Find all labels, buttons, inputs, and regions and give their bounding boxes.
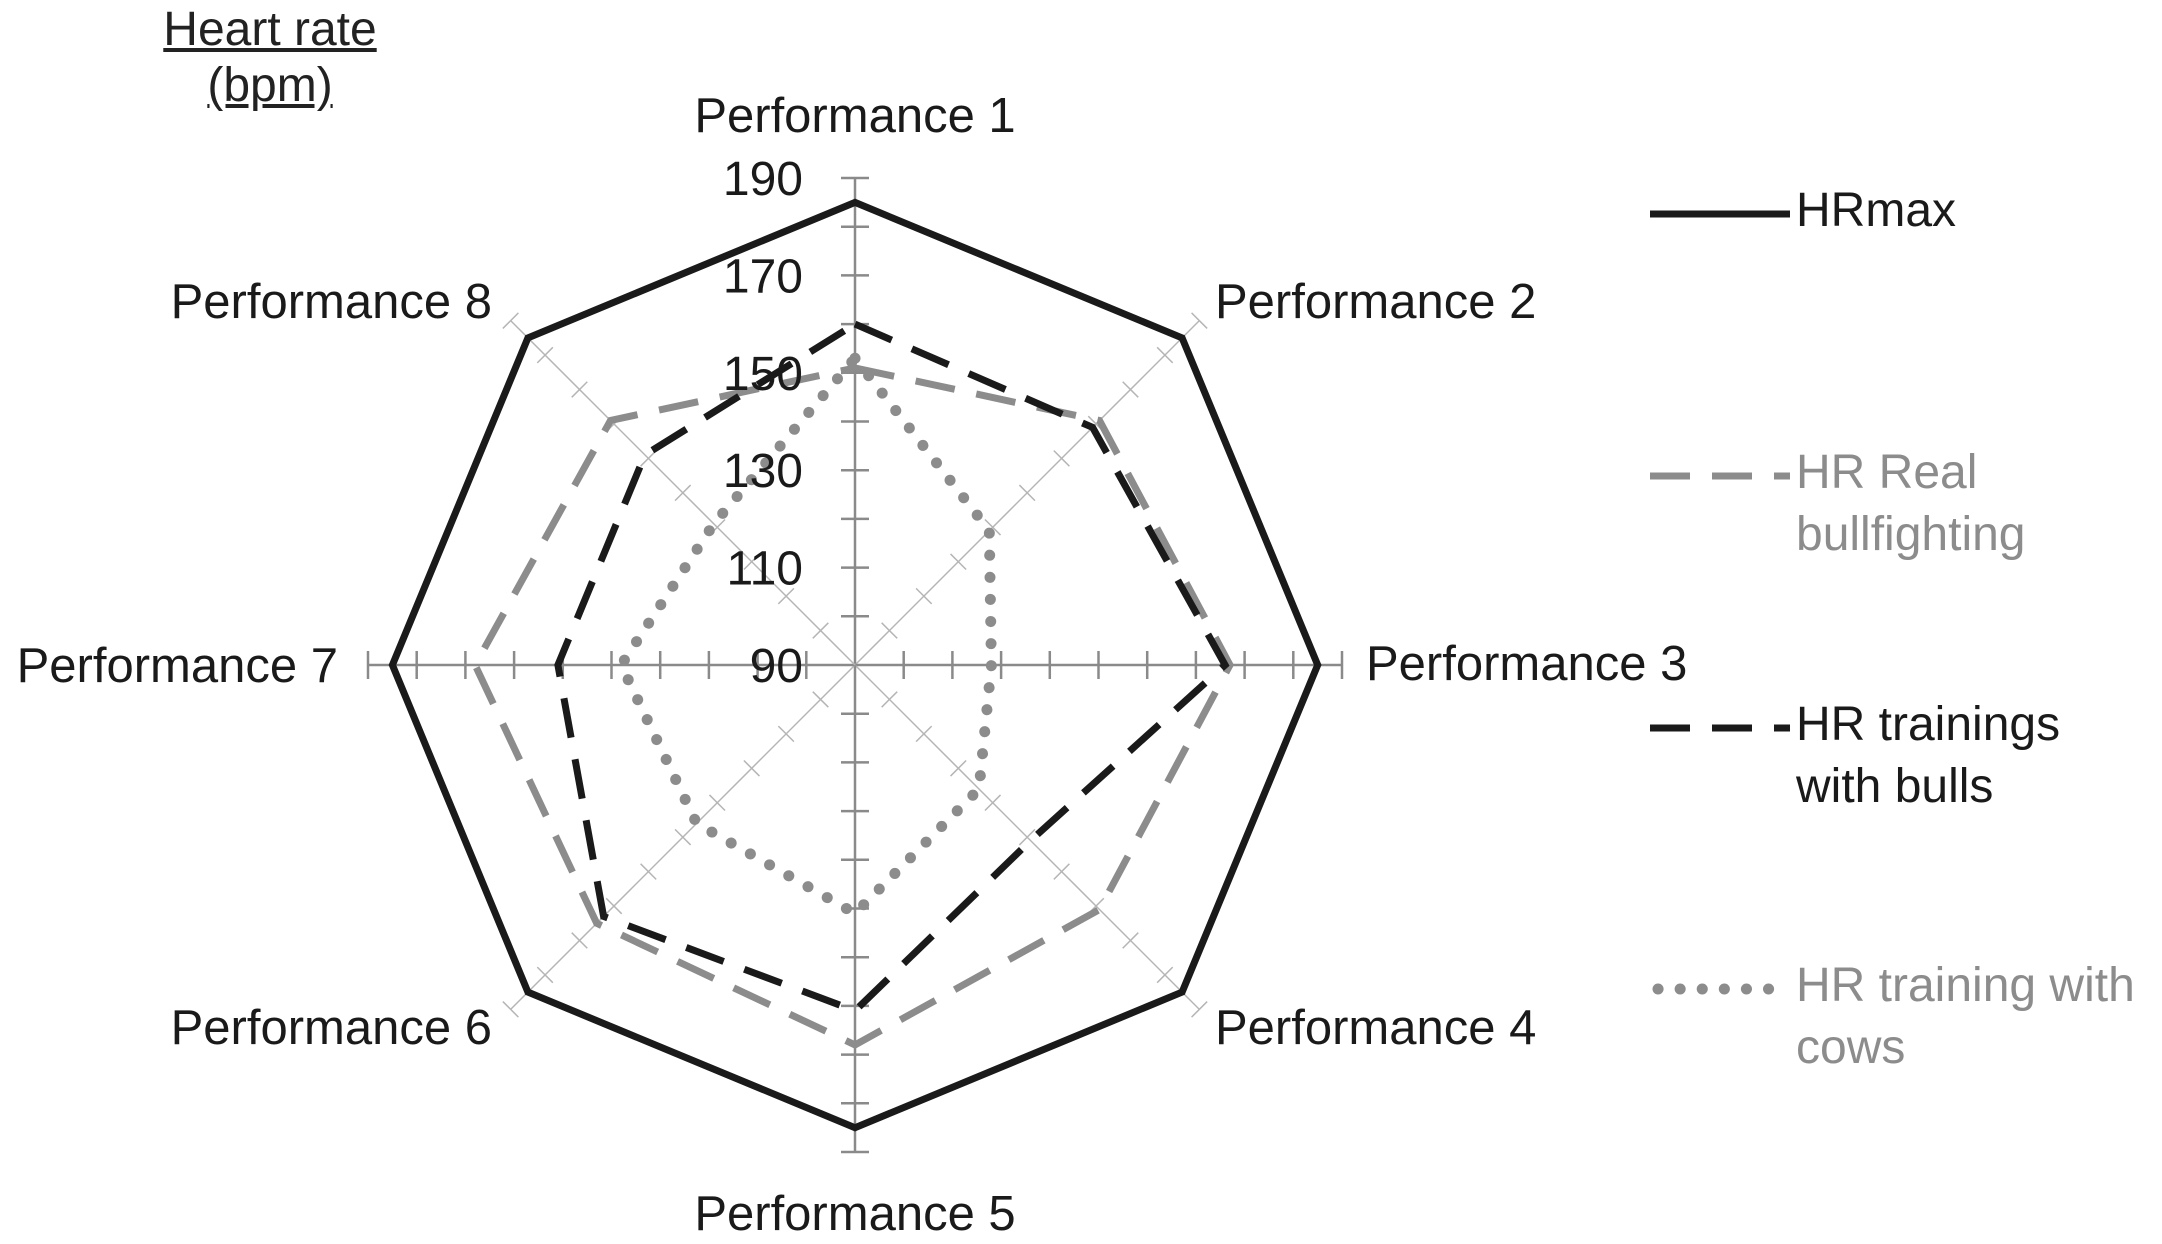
- radial-tick-label: 90: [750, 640, 803, 693]
- series-line-4: [614, 349, 997, 921]
- axis-tick: [984, 794, 1002, 812]
- legend-label-line: HR training with: [1796, 959, 2135, 1012]
- axis-tick: [881, 622, 898, 639]
- legend-label-line: HRmax: [1796, 184, 1957, 237]
- radial-tick-label: 170: [723, 250, 803, 303]
- category-label-3: Performance 3: [1366, 637, 1687, 691]
- axis-tick: [777, 725, 795, 743]
- legend-item-2: HR Real bullfighting: [1650, 442, 2160, 602]
- radial-tick-label: 110: [726, 543, 803, 596]
- axis-tick: [777, 587, 795, 605]
- axis-tick: [571, 932, 588, 949]
- series-line-2: [471, 364, 1234, 1049]
- legend-swatch-2: [1650, 472, 1790, 480]
- legend-item-3: HR trainings with bulls: [1650, 694, 2160, 854]
- radial-tick-label: 130: [723, 445, 803, 498]
- legend-swatch-1: [1650, 210, 1790, 218]
- axis-tick: [743, 553, 761, 571]
- category-label-7: Performance 7: [17, 639, 338, 693]
- axis-tick: [536, 966, 554, 984]
- legend-label-4: HR training with cows: [1796, 955, 2160, 1079]
- legend-label-line: HR Real: [1796, 446, 1978, 499]
- axis-tick: [1122, 932, 1139, 949]
- category-label-5: Performance 5: [694, 1187, 1015, 1241]
- radial-tick-label: 150: [723, 348, 803, 401]
- axis-tick: [743, 759, 761, 777]
- axis-tick: [1191, 1001, 1208, 1018]
- axis-tick: [605, 897, 623, 915]
- axis-tick: [812, 691, 829, 708]
- axis-tick: [881, 691, 898, 708]
- legend-label-3: HR trainings with bulls: [1796, 694, 2160, 818]
- category-label-2: Performance 2: [1215, 275, 1536, 329]
- legend-label-line: cows: [1796, 1021, 1906, 1074]
- category-labels: Performance 1 Performance 2 Performance 3 P…: [17, 89, 1688, 1241]
- axis-tick: [984, 518, 1002, 536]
- axis-tick: [1053, 863, 1070, 880]
- legend-swatch-4: [1652, 983, 1795, 995]
- category-label-4: Performance 4: [1215, 1001, 1536, 1055]
- axis-tick: [1053, 450, 1070, 467]
- unit-label-line-1: Heart rate: [163, 3, 377, 56]
- axis-tick: [949, 553, 967, 571]
- axis-tick: [571, 381, 588, 398]
- legend-swatch-3: [1650, 724, 1790, 732]
- axis-tick: [640, 450, 657, 467]
- axis-tick: [1122, 381, 1139, 398]
- axis-tick: [915, 725, 933, 743]
- legend-label-2: HR Real bullfighting: [1796, 442, 2160, 566]
- axis-tick: [1191, 312, 1208, 329]
- legend-label-1: HRmax: [1796, 180, 2160, 242]
- axis-tick: [1156, 346, 1174, 364]
- axis-tick: [674, 484, 692, 502]
- radial-axis-unit-label: Heart rate (bpm): [130, 2, 410, 114]
- category-label-1: Performance 1: [694, 89, 1015, 143]
- legend-item-1: HRmax: [1650, 180, 2160, 340]
- axis-tick: [915, 587, 933, 605]
- axis-tick: [502, 1001, 519, 1018]
- axis-tick: [812, 622, 829, 639]
- legend-label-line: bullfighting: [1796, 508, 2026, 561]
- legend-item-4: HR training with cows: [1650, 955, 2160, 1115]
- radial-tick-labels: 90 110 130 150 170 190: [723, 153, 803, 693]
- unit-label-line-2: (bpm): [207, 59, 333, 112]
- axis-tick: [949, 759, 967, 777]
- axis-tick: [640, 863, 657, 880]
- series-line-1: [388, 198, 1322, 1132]
- axis-tick: [674, 828, 692, 846]
- axis-tick: [536, 346, 554, 364]
- series-line-3: [554, 320, 1230, 1015]
- legend-label-line: with bulls: [1796, 760, 1994, 813]
- radar-grid: [366, 176, 1344, 1154]
- axis-tick: [708, 794, 726, 812]
- axis-tick: [502, 312, 519, 329]
- legend-label-line: HR trainings: [1796, 698, 2061, 751]
- category-label-6: Performance 6: [171, 1001, 492, 1055]
- radar-series: [388, 198, 1322, 1132]
- axis-tick: [1018, 828, 1036, 846]
- axis-tick: [1018, 484, 1036, 502]
- radial-tick-label: 190: [723, 153, 803, 206]
- category-label-8: Performance 8: [171, 275, 492, 329]
- axis-tick: [1156, 966, 1174, 984]
